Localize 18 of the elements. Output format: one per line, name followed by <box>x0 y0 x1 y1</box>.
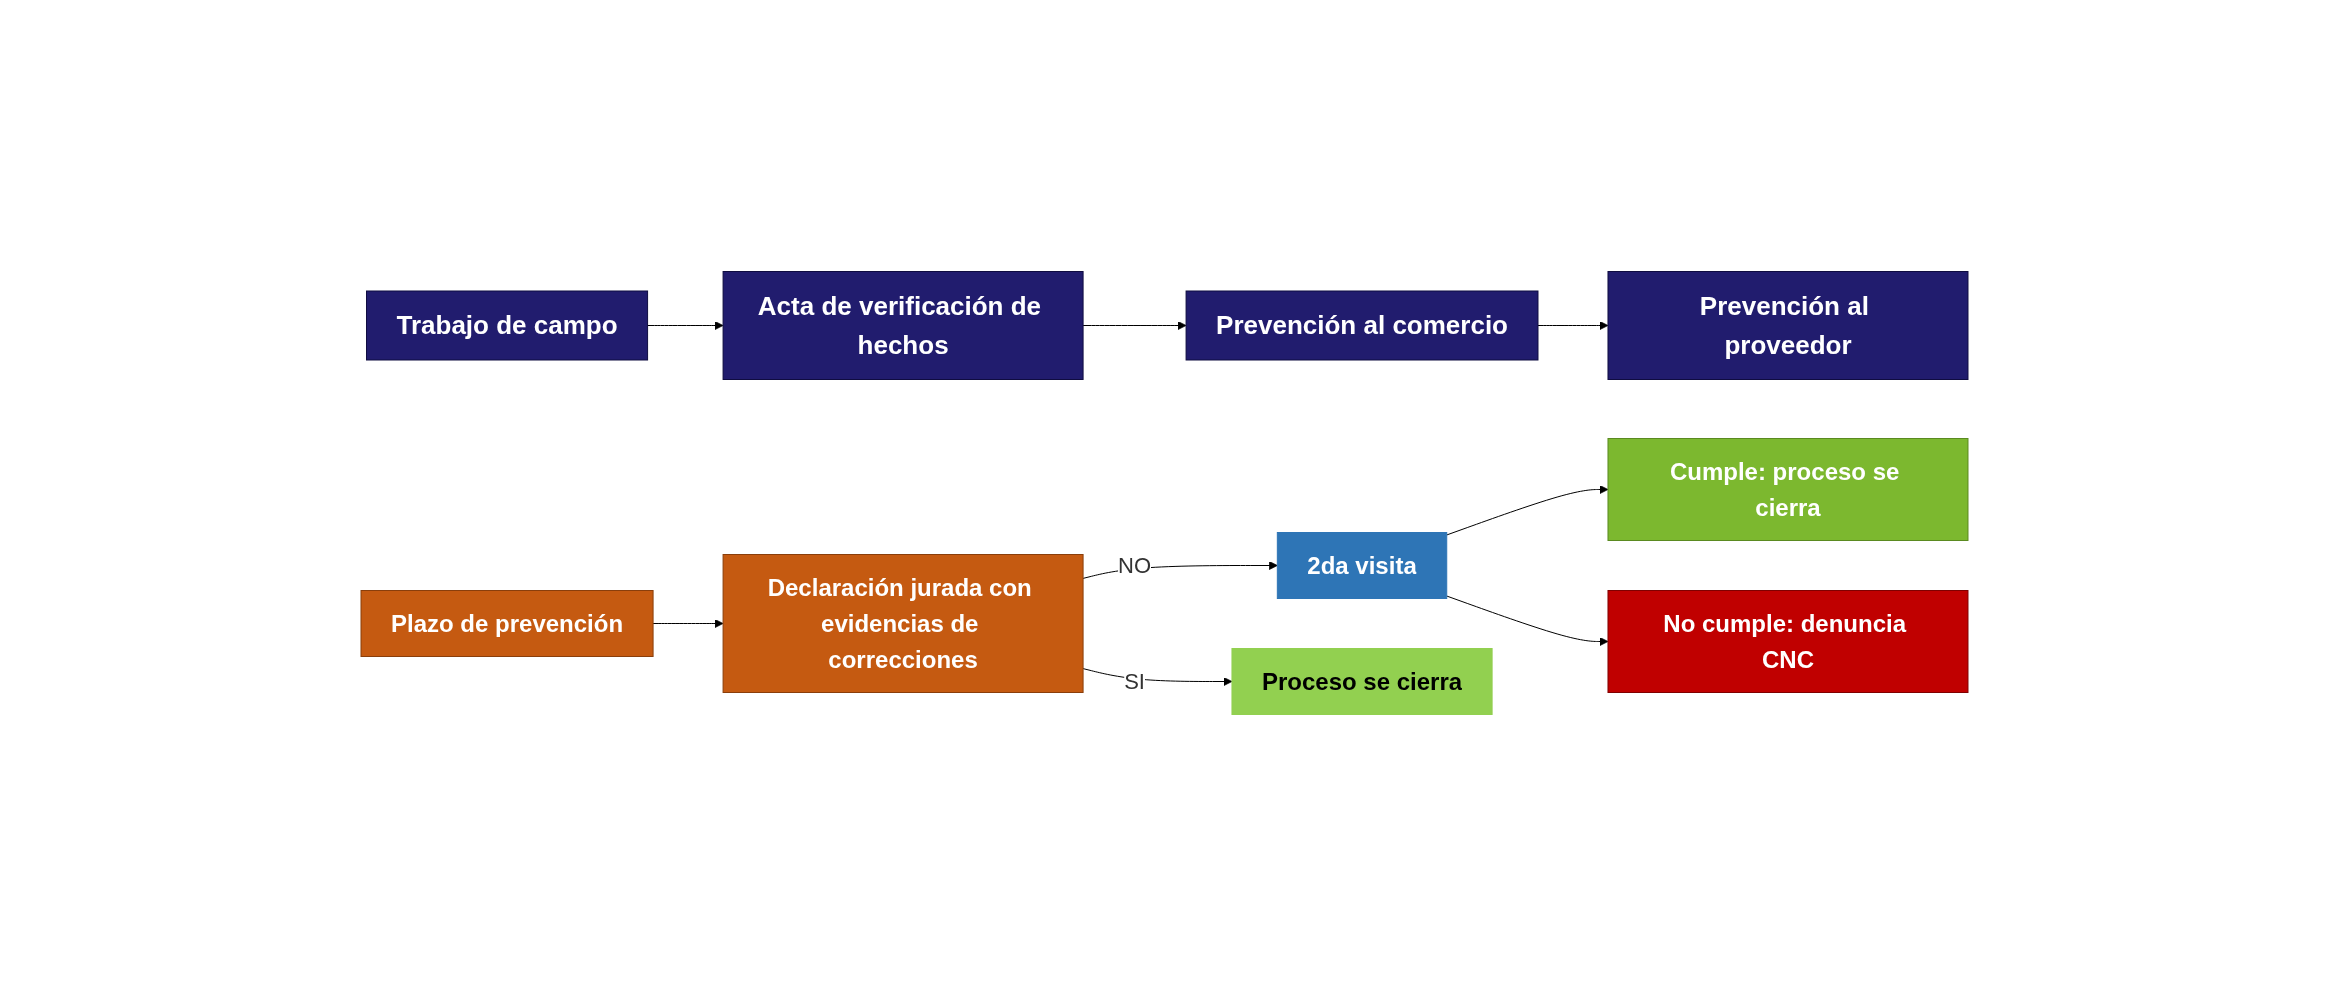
arrow <box>1445 485 1608 536</box>
arrow <box>1082 321 1186 330</box>
node-box: Prevención al comercio <box>1185 290 1538 361</box>
node-box: Prevención al proveedor <box>1607 271 1968 380</box>
edge-label: SI <box>1123 669 1145 694</box>
arrow <box>646 321 723 330</box>
node-box: Cumple: proceso se cierra <box>1607 438 1968 541</box>
arrow <box>1445 595 1608 646</box>
edge-label: NO <box>1117 553 1151 578</box>
node-box: Plazo de prevención <box>360 590 654 657</box>
arrow <box>652 619 723 628</box>
arrow <box>1537 321 1608 330</box>
node-box: Proceso se cierra <box>1230 648 1493 715</box>
node-box: Acta de verificación de hechos <box>722 271 1084 380</box>
node-box: 2da visita <box>1276 532 1447 599</box>
node-box: Declaración jurada con evidencias de correcciones <box>722 554 1084 693</box>
node-box: No cumple: denuncia CNC <box>1607 590 1968 693</box>
node-box: Trabajo de campo <box>365 290 648 361</box>
